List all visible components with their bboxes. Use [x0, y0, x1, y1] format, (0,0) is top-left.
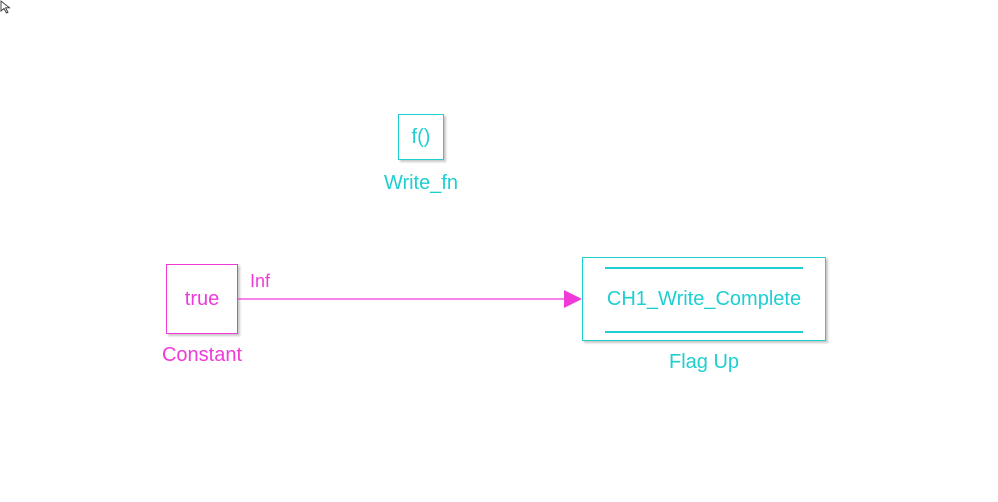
flag-bottom-bar: [605, 331, 803, 333]
flag-up-block[interactable]: CH1_Write_Complete: [582, 257, 826, 341]
flag-up-block-name[interactable]: Flag Up: [668, 351, 740, 373]
function-call-block-name[interactable]: Write_fn: [383, 172, 459, 194]
function-call-block[interactable]: f(): [398, 114, 444, 160]
mouse-pointer-icon: [0, 0, 11, 14]
flag-up-label: CH1_Write_Complete: [606, 287, 802, 310]
constant-value: true: [184, 287, 220, 310]
function-call-label: f(): [411, 125, 431, 148]
constant-block[interactable]: true: [166, 264, 238, 334]
signal-arrowhead-icon: [564, 290, 582, 308]
flag-top-bar: [605, 267, 803, 269]
constant-block-name[interactable]: Constant: [161, 344, 243, 366]
signal-label[interactable]: Inf: [250, 271, 271, 291]
